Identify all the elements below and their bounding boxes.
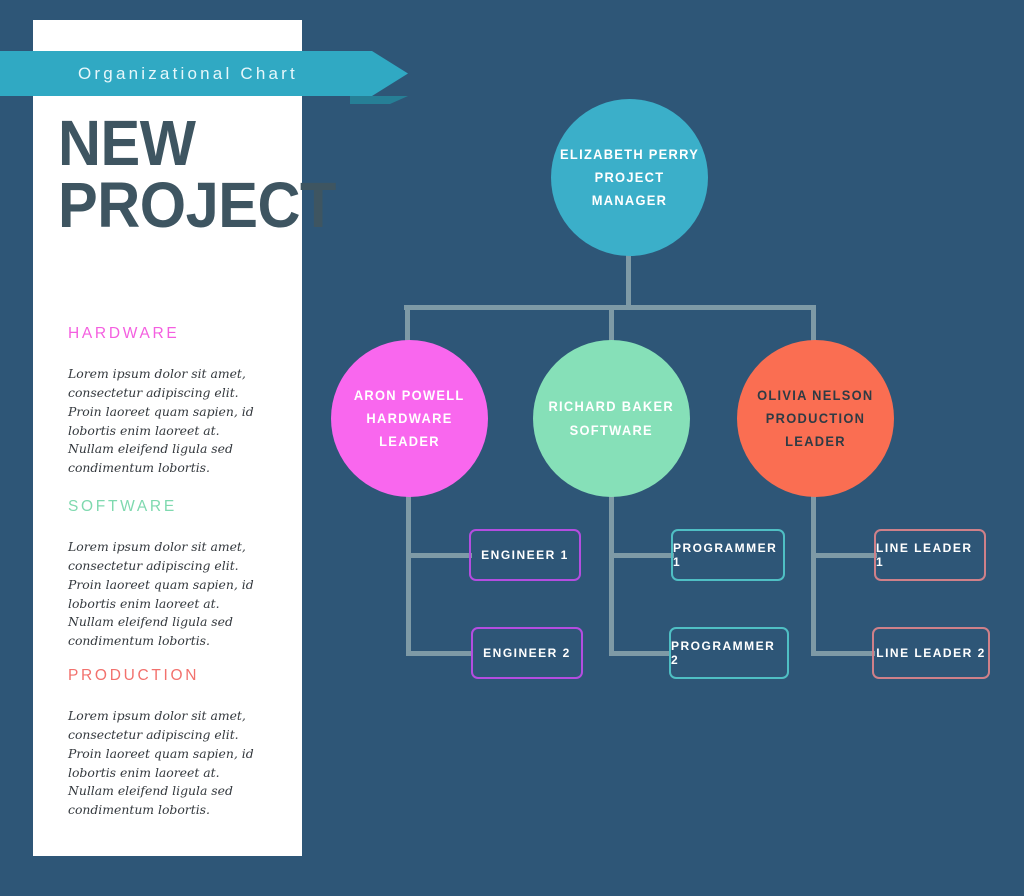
organizational-chart-ribbon: Organizational Chart [0, 51, 408, 96]
node-programmer-2-label: PROGRAMMER 2 [671, 639, 776, 667]
node-line-leader-1[interactable]: LINE LEADER 1 [874, 529, 986, 581]
node-production-leader[interactable]: OLIVIA NELSON PRODUCTION LEADER [737, 340, 894, 497]
node-project-manager-role: PROJECT MANAGER [591, 168, 668, 209]
section-production-heading: PRODUCTION [68, 667, 200, 684]
node-programmer-2[interactable]: PROGRAMMER 2 [669, 627, 789, 679]
section-production: PRODUCTION Lorem ipsum dolor sit amet, c… [68, 667, 268, 820]
section-software-body: Lorem ipsum dolor sit amet, consectetur … [68, 539, 254, 649]
edge-software-to-programmer-2 [609, 651, 671, 656]
node-engineer-1-label: ENGINEER 1 [481, 548, 569, 562]
node-production-leader-name: OLIVIA NELSON [757, 386, 874, 403]
ribbon-label: Organizational Chart [78, 63, 298, 83]
node-line-leader-2-label: LINE LEADER 2 [876, 646, 986, 660]
node-production-leader-role: PRODUCTION LEADER [765, 409, 866, 450]
ribbon-fold-shadow [350, 96, 408, 104]
section-software-heading: SOFTWARE [68, 498, 177, 515]
edge-root-to-production [811, 305, 816, 360]
node-hardware-leader-name: ARON POWELL [354, 386, 465, 403]
node-project-manager[interactable]: ELIZABETH PERRY PROJECT MANAGER [551, 99, 708, 256]
node-engineer-2[interactable]: ENGINEER 2 [471, 627, 583, 679]
edge-software-trunk [609, 490, 614, 656]
node-line-leader-1-label: LINE LEADER 1 [876, 541, 973, 569]
node-project-manager-name: ELIZABETH PERRY [559, 145, 700, 162]
node-hardware-leader[interactable]: ARON POWELL HARDWARE LEADER [331, 340, 488, 497]
edge-root-to-hardware [405, 305, 410, 360]
edge-hardware-to-engineer-2 [406, 651, 472, 656]
section-production-body: Lorem ipsum dolor sit amet, consectetur … [68, 708, 254, 818]
node-hardware-leader-role: HARDWARE LEADER [366, 409, 453, 450]
edge-hardware-trunk [406, 490, 411, 656]
node-software-leader-role: SOFTWARE [569, 421, 654, 438]
node-engineer-2-label: ENGINEER 2 [483, 646, 571, 660]
node-software-leader-name: RICHARD BAKER [548, 398, 675, 415]
edge-production-to-line-leader-2 [811, 651, 875, 656]
node-engineer-1[interactable]: ENGINEER 1 [469, 529, 581, 581]
node-line-leader-2[interactable]: LINE LEADER 2 [872, 627, 990, 679]
edge-root-stem [626, 252, 631, 309]
page-title-line-1: NEW [58, 107, 196, 179]
section-hardware-body: Lorem ipsum dolor sit amet, consectetur … [68, 366, 254, 476]
edge-production-to-line-leader-1 [811, 553, 877, 558]
edge-production-trunk [811, 490, 816, 656]
left-info-panel [33, 20, 302, 856]
section-hardware-heading: HARDWARE [68, 325, 180, 342]
node-programmer-1-label: PROGRAMMER 1 [673, 541, 778, 569]
edge-hardware-to-engineer-1 [406, 553, 472, 558]
edge-root-to-software [609, 305, 614, 360]
node-programmer-1[interactable]: PROGRAMMER 1 [671, 529, 785, 581]
section-hardware: HARDWARE Lorem ipsum dolor sit amet, con… [68, 325, 268, 478]
section-software: SOFTWARE Lorem ipsum dolor sit amet, con… [68, 498, 268, 651]
node-software-leader[interactable]: RICHARD BAKER SOFTWARE [533, 340, 690, 497]
edge-software-to-programmer-1 [609, 553, 674, 558]
